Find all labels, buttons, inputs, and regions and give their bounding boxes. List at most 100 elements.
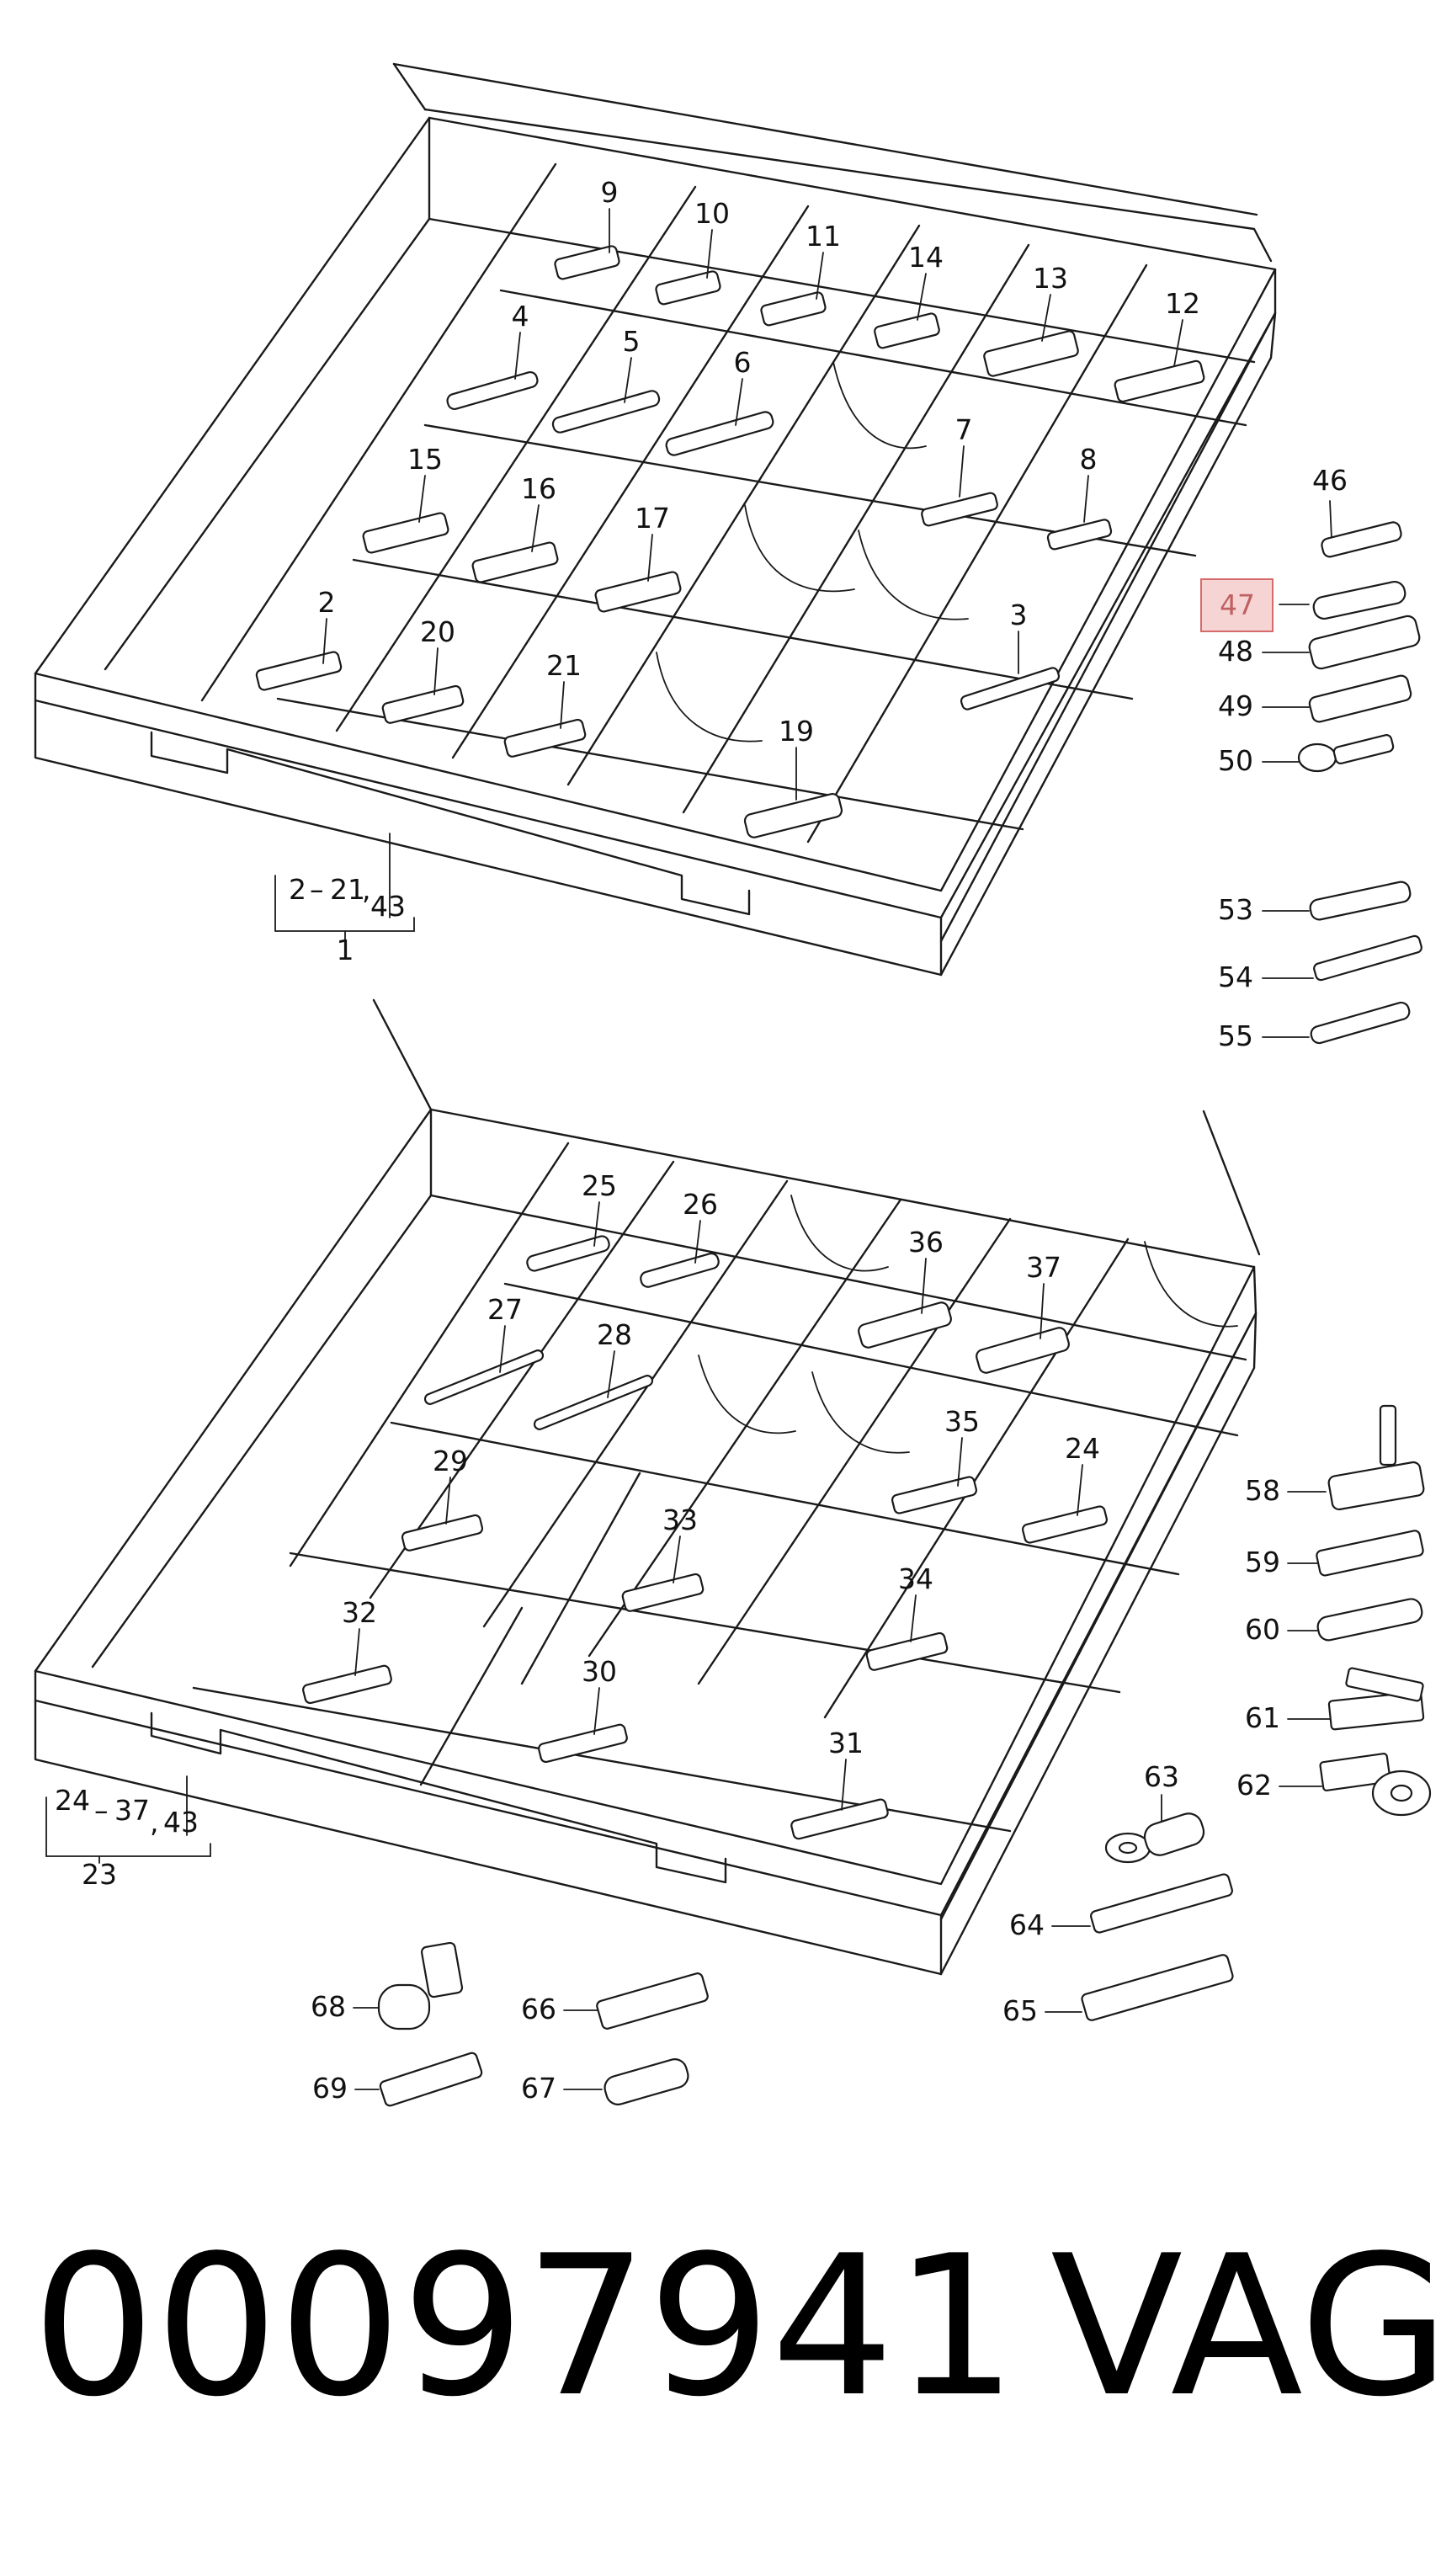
tray-1-range-label: 2 – 21 , 43 1 (274, 833, 415, 966)
callout-16: 16 (521, 472, 556, 552)
part-58: 58 (1245, 1404, 1425, 1511)
svg-text:24: 24 (55, 1784, 90, 1817)
svg-text:,: , (150, 1806, 159, 1839)
callout-27: 27 (487, 1293, 523, 1373)
callout-7: 7 (955, 413, 973, 498)
callout-29: 29 (433, 1445, 468, 1525)
part-69: 69 (312, 2052, 483, 2107)
svg-text:66: 66 (521, 1993, 556, 2025)
part-68: 68 (311, 1941, 464, 2030)
callout-9: 9 (601, 176, 619, 253)
svg-text:5: 5 (623, 325, 641, 358)
svg-text:68: 68 (311, 1990, 346, 2023)
svg-text:53: 53 (1218, 893, 1253, 926)
part-48: 48 (1218, 615, 1421, 670)
svg-text:21: 21 (330, 873, 365, 906)
callout-11: 11 (806, 220, 841, 300)
callout-34: 34 (898, 1562, 933, 1642)
loose-parts: 46 47 48 49 50 (311, 464, 1432, 2107)
callout-15: 15 (407, 443, 443, 523)
callout-25: 25 (582, 1169, 617, 1247)
svg-text:16: 16 (521, 472, 556, 505)
part-54: 54 (1218, 934, 1422, 993)
callout-20: 20 (420, 615, 455, 695)
svg-text:7: 7 (955, 413, 973, 446)
svg-text:46: 46 (1312, 464, 1348, 497)
callout-2: 2 (318, 586, 336, 664)
callout-13: 13 (1033, 262, 1068, 342)
svg-text:24: 24 (1065, 1432, 1100, 1465)
callout-8: 8 (1080, 443, 1098, 523)
svg-text:1: 1 (337, 934, 354, 966)
svg-text:11: 11 (806, 220, 841, 253)
part-66: 66 (521, 1972, 709, 2030)
tray-1 (34, 62, 1277, 977)
part-65: 65 (1002, 1954, 1234, 2027)
svg-text:13: 13 (1033, 262, 1068, 295)
svg-text:32: 32 (342, 1596, 377, 1629)
part-62: 62 (1236, 1753, 1432, 1817)
part-47: 47 (1200, 578, 1406, 632)
tray-2-callouts: 25 26 36 37 27 28 35 24 29 33 34 32 30 3… (45, 1169, 1100, 1891)
svg-text:21: 21 (546, 649, 582, 682)
svg-text:49: 49 (1218, 689, 1253, 722)
callout-12: 12 (1165, 287, 1200, 367)
svg-text:26: 26 (683, 1188, 718, 1221)
part-67: 67 (521, 2058, 689, 2105)
part-61: 61 (1245, 1667, 1425, 1734)
callout-24: 24 (1065, 1432, 1100, 1516)
svg-text:9: 9 (601, 176, 619, 209)
svg-text:23: 23 (82, 1858, 117, 1891)
svg-text:14: 14 (908, 241, 944, 274)
part-64: 64 (1009, 1873, 1233, 1941)
svg-text:–: – (94, 1794, 109, 1827)
callout-14: 14 (908, 241, 944, 321)
callout-19: 19 (779, 715, 814, 801)
svg-text:10: 10 (694, 197, 730, 230)
svg-text:62: 62 (1236, 1769, 1272, 1802)
callout-4: 4 (512, 300, 529, 380)
callout-3: 3 (1010, 599, 1028, 674)
svg-text:8: 8 (1080, 443, 1098, 476)
part-49: 49 (1218, 674, 1412, 723)
svg-text:30: 30 (582, 1655, 617, 1688)
svg-text:37: 37 (1026, 1251, 1061, 1284)
callout-30: 30 (582, 1655, 617, 1735)
part-55: 55 (1218, 1001, 1411, 1052)
tray-1-callouts: 9 10 11 14 13 12 4 5 6 7 8 15 16 17 2 20… (274, 176, 1200, 966)
svg-text:63: 63 (1144, 1760, 1179, 1793)
svg-text:2: 2 (289, 873, 306, 906)
callout-5: 5 (623, 325, 641, 403)
svg-text:43: 43 (370, 890, 406, 923)
svg-text:4: 4 (512, 300, 529, 333)
svg-text:19: 19 (779, 715, 814, 748)
callout-32: 32 (342, 1596, 377, 1676)
svg-text:59: 59 (1245, 1546, 1280, 1578)
tray-2-range-label: 24 – 37 , 43 23 (45, 1775, 211, 1891)
svg-text:65: 65 (1002, 1994, 1038, 2027)
callout-36: 36 (908, 1226, 944, 1314)
svg-text:35: 35 (944, 1405, 980, 1438)
tray-1-connectors (255, 245, 1205, 838)
part-50: 50 (1218, 734, 1395, 777)
part-60: 60 (1245, 1598, 1423, 1646)
part-53: 53 (1218, 881, 1412, 926)
callout-21: 21 (546, 649, 582, 729)
callout-37: 37 (1026, 1251, 1061, 1339)
callout-6: 6 (734, 346, 752, 426)
brand-name: VAG (1050, 2215, 1441, 2440)
callout-31: 31 (828, 1727, 864, 1811)
svg-text:27: 27 (487, 1293, 523, 1326)
tray-2 (34, 998, 1261, 1976)
svg-text:37: 37 (114, 1794, 150, 1827)
svg-text:17: 17 (635, 502, 670, 535)
callout-26: 26 (683, 1188, 718, 1264)
svg-text:28: 28 (597, 1318, 632, 1351)
tray-2-connectors (302, 1235, 1109, 1840)
svg-text:34: 34 (898, 1562, 933, 1595)
svg-text:50: 50 (1218, 744, 1253, 777)
svg-text:48: 48 (1218, 635, 1253, 668)
callout-33: 33 (662, 1504, 698, 1583)
svg-text:69: 69 (312, 2072, 348, 2105)
